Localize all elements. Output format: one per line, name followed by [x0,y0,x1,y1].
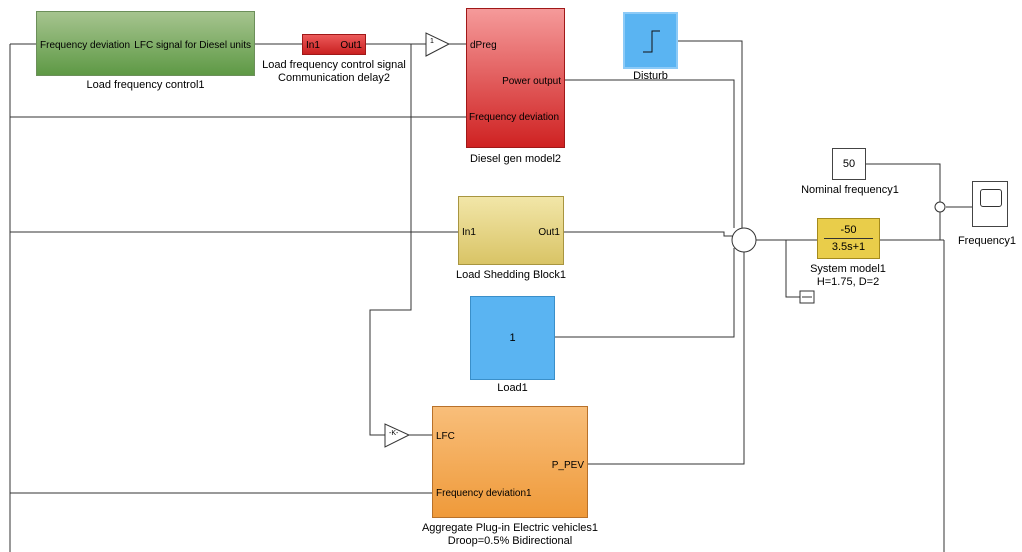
system-numerator: -50 [840,224,857,236]
gain-k-text: -K- [389,430,399,437]
pev-out-line [588,248,745,465]
lfc-branch-down-line [369,44,412,436]
scope-icon [980,189,1002,207]
system-label-1: System model1 [810,263,886,275]
delay-port-in: In1 [306,40,320,51]
shedding-port-in: In1 [462,227,476,238]
system-label-2: H=1.75, D=2 [816,276,880,288]
delay-label-2: Communication delay2 [278,72,390,84]
diesel-label: Diesel gen model2 [469,153,562,165]
lfc-label: Load frequency control1 [86,79,205,91]
disturb-block[interactable] [623,12,678,69]
power-output-line [565,79,735,228]
scope-block[interactable] [972,181,1008,227]
gain-k-block [384,423,411,448]
nominal-value: 50 [842,158,856,170]
lfc-block[interactable]: Frequency deviation LFC signal for Diese… [36,11,255,76]
delay-block[interactable]: In1 Out1 [302,34,366,55]
diesel-port-freq: Frequency deviation [469,112,560,123]
pev-port-out: P_PEV [551,460,584,471]
nominal-line [866,163,941,202]
step-icon [643,30,660,53]
shedding-out-line [564,231,734,237]
disturb-label: Disturb [633,70,668,82]
nominal-label: Nominal frequency1 [801,184,899,196]
load-value: 1 [509,332,516,344]
gain-top-text: 1 [430,38,434,45]
system-denominator: 3.5s+1 [831,241,866,253]
sum-block-2 [934,201,946,213]
load-line [555,248,735,338]
shedding-block[interactable]: In1 Out1 [458,196,564,265]
nominal-block[interactable]: 50 [832,148,866,180]
gain-top-block [425,32,451,57]
load-label: Load1 [497,382,528,394]
shedding-label: Load Shedding Block1 [455,269,567,281]
system-block[interactable]: -50 3.5s+1 [817,218,880,259]
scope-label: Frequency1 [957,235,1017,247]
lfc-port-in: Frequency deviation [40,40,131,51]
pev-label-1: Aggregate Plug-in Electric vehicles1 [421,522,599,534]
load-block[interactable]: 1 [470,296,555,380]
pev-label-2: Droop=0.5% Bidirectional [447,535,573,547]
diesel-port-dpreg: dPreg [470,40,497,51]
pev-port-freq: Frequency deviation1 [436,488,532,499]
sum-branch-line [785,240,800,298]
pev-port-lfc: LFC [436,431,455,442]
diesel-block[interactable]: dPreg Power output Frequency deviation [466,8,565,148]
diesel-port-power: Power output [502,76,561,87]
delay-port-out: Out1 [340,40,362,51]
pev-block[interactable]: LFC P_PEV Frequency deviation1 [432,406,588,518]
sum-block [731,227,757,253]
delay-label-1: Load frequency control signal [262,59,406,71]
shedding-port-out: Out1 [538,227,560,238]
lfc-port-out: LFC signal for Diesel units [134,40,251,51]
fraction-bar [824,238,873,239]
disturb-line [678,40,743,228]
